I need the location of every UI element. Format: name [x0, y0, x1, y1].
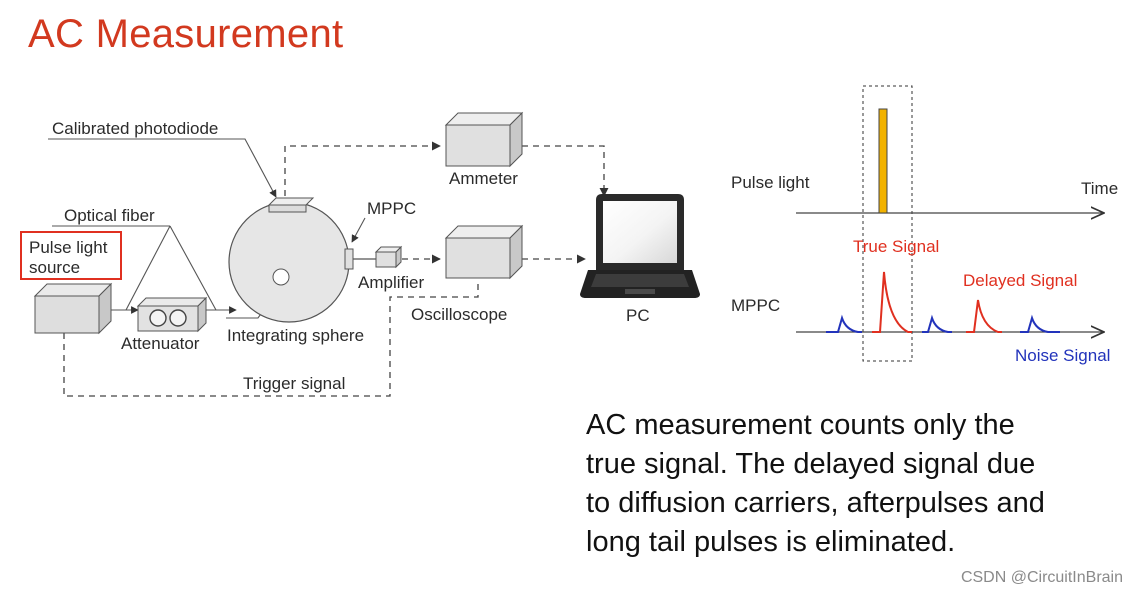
mppc-device	[344, 248, 376, 270]
mppc-label: MPPC	[367, 199, 416, 218]
pulse-light-label: Pulse light	[731, 173, 810, 192]
optical-fiber-label: Optical fiber	[64, 206, 155, 225]
pulse-light-source-highlight	[20, 231, 122, 280]
delayed-signal-pulse	[966, 299, 1002, 333]
delayed-signal-label: Delayed Signal	[963, 271, 1077, 290]
noise-signal-label: Noise Signal	[1015, 346, 1110, 365]
light-pulse-bar	[878, 108, 888, 214]
time-axis-label: Time	[1081, 179, 1118, 198]
fiber-lines	[48, 138, 366, 319]
laptop-icon	[580, 194, 700, 298]
slide-title: AC Measurement	[28, 12, 344, 56]
description-line-3: to diffusion carriers, afterpulses and	[586, 487, 1045, 519]
oscilloscope-label: Oscilloscope	[411, 305, 507, 324]
mppc-timing-label: MPPC	[731, 296, 780, 315]
attenuator	[136, 296, 208, 333]
true-signal-pulse	[872, 271, 912, 333]
description-line-1: AC measurement counts only the	[586, 409, 1015, 441]
description-line-2: true signal. The delayed signal due	[586, 448, 1036, 480]
ammeter	[444, 111, 524, 168]
calibrated-photodiode	[267, 197, 315, 213]
pc-label: PC	[626, 306, 650, 325]
trigger-signal-label: Trigger signal	[243, 374, 345, 393]
integrating-sphere-label: Integrating sphere	[227, 326, 364, 345]
true-signal-label: True Signal	[853, 237, 939, 256]
calibrated-photodiode-label: Calibrated photodiode	[52, 119, 218, 138]
ammeter-label: Ammeter	[449, 169, 518, 188]
pulse-light-source-label-line1: Pulse light	[29, 238, 108, 257]
amplifier	[374, 245, 403, 269]
description-line-4: long tail pulses is eliminated.	[586, 526, 956, 558]
amplifier-label: Amplifier	[358, 273, 424, 292]
signal-lines	[63, 141, 609, 397]
description-text: AC measurement counts only the true sign…	[586, 406, 1116, 562]
noise-pulse-3	[1020, 314, 1060, 333]
noise-pulse-1	[826, 314, 862, 333]
pulse-light-source-label-line2: source	[29, 258, 80, 277]
noise-pulse-2	[922, 314, 952, 333]
integrating-sphere	[228, 201, 350, 323]
watermark: CSDN @CircuitInBrain	[960, 569, 1123, 586]
attenuator-label: Attenuator	[121, 334, 200, 353]
gate-window	[862, 85, 913, 362]
pulse-light-source	[33, 282, 113, 335]
oscilloscope	[444, 224, 524, 280]
